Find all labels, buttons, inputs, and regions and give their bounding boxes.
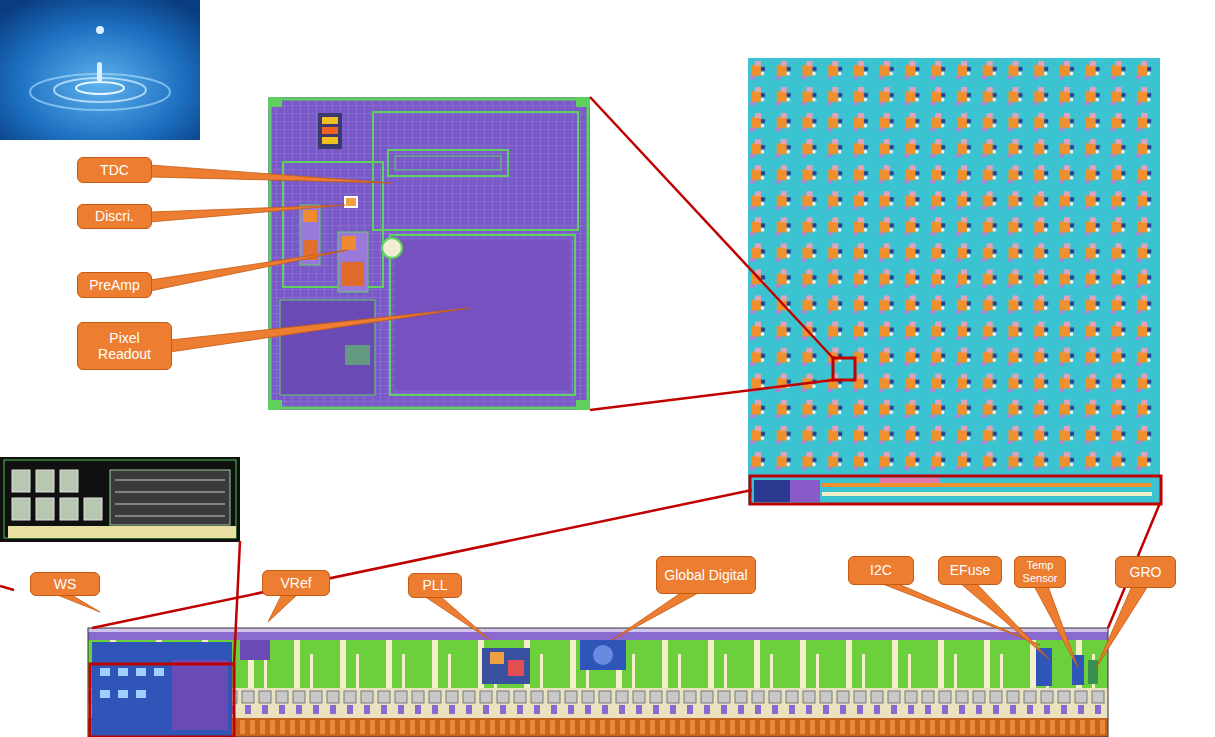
callout-box: PreAmp	[77, 272, 152, 298]
callout-text: TDC	[100, 162, 129, 178]
callout-text: EFuse	[950, 562, 990, 578]
callout-text: GRO	[1130, 564, 1162, 580]
callout-text: WS	[54, 576, 77, 592]
callout-text: I2C	[870, 562, 892, 578]
callout-box: Pixel Readout	[77, 322, 172, 370]
callout-text: Global Digital	[664, 567, 747, 583]
callout-box: Temp Sensor	[1014, 556, 1066, 588]
callout-box: EFuse	[938, 556, 1002, 585]
callout-box: PLL	[408, 573, 462, 598]
callout-text: Temp Sensor	[1019, 559, 1061, 584]
callout-text: PLL	[423, 577, 448, 593]
callout-box: I2C	[848, 556, 914, 585]
callout-box: TDC	[77, 157, 152, 183]
callout-text: Discri.	[95, 208, 134, 224]
callout-text: PreAmp	[89, 277, 140, 293]
callout-box: VRef	[262, 570, 330, 596]
callout-box: Global Digital	[656, 556, 756, 594]
callout-text: Pixel Readout	[82, 330, 167, 362]
callout-box: GRO	[1115, 556, 1176, 588]
callout-box: Discri.	[77, 204, 152, 229]
callout-box: WS	[30, 572, 100, 596]
callout-text: VRef	[280, 575, 311, 591]
